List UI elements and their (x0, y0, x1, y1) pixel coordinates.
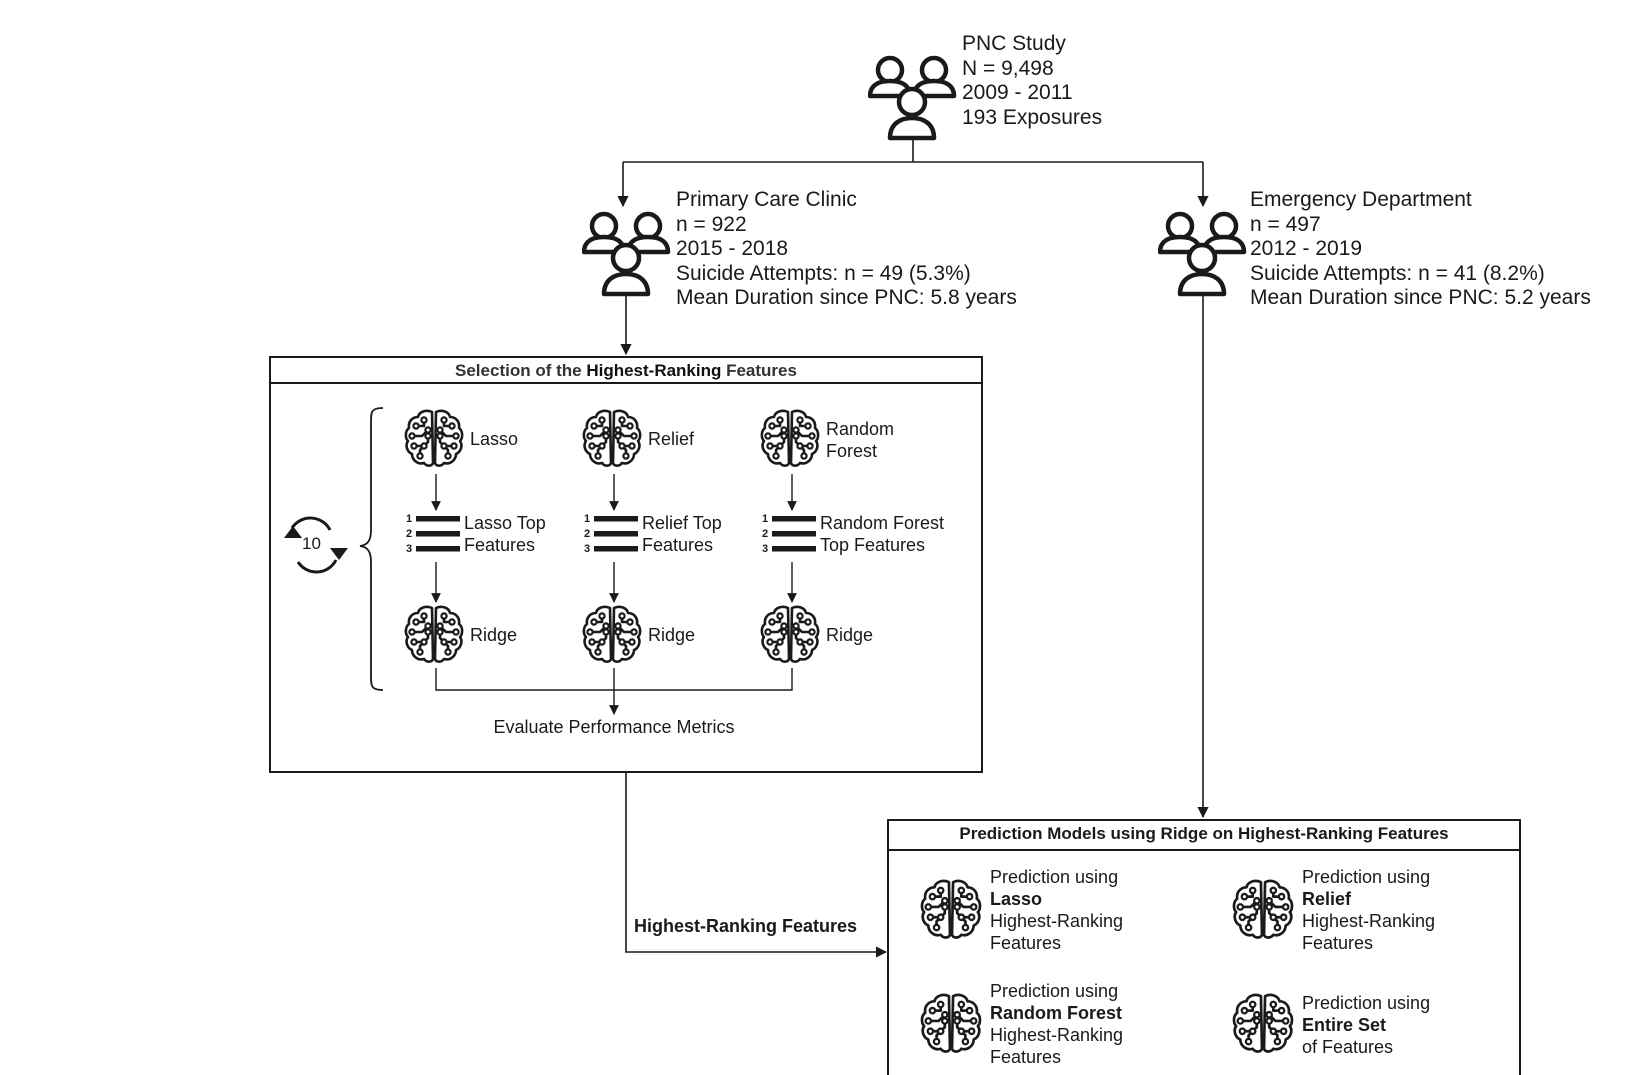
method-label-lasso: Lasso (470, 428, 518, 450)
prediction-line: Features (990, 1047, 1062, 1067)
prediction-line: Highest-Ranking (990, 1025, 1124, 1045)
relief-list-icon (594, 516, 638, 552)
selection-box (269, 356, 983, 773)
emergency-n: n = 497 (1250, 212, 1321, 236)
list-label-line: Features (464, 535, 536, 555)
connectors (617, 138, 1209, 958)
selection-title-post: Features (721, 361, 797, 380)
prediction-line: Highest-Ranking (990, 911, 1124, 931)
list-label-line: Top Features (820, 535, 926, 555)
prediction-line: of Features (1302, 1037, 1394, 1057)
list-number: 3 (584, 543, 591, 555)
prediction-item-random-forest: Prediction using Random Forest Highest-R… (990, 980, 1123, 1068)
emergency-info: Emergency Department n = 497 2012 - 2019… (1250, 188, 1591, 311)
prediction-line: Prediction using (1302, 867, 1431, 887)
highest-ranking-features-label: Highest-Ranking Features (634, 916, 858, 936)
prediction-line: Prediction using (1302, 993, 1431, 1013)
prediction-box-title: Prediction Models using Ridge on Highest… (959, 824, 1449, 843)
list-label-line: Relief Top (642, 513, 722, 533)
random-forest-list-icon (772, 516, 816, 552)
inner-arrows (431, 474, 797, 715)
random-forest-prediction-brain-icon (920, 993, 982, 1053)
pnc-exposures: 193 Exposures (962, 105, 1103, 129)
list-number: 3 (762, 543, 769, 555)
relief-prediction-brain-icon (1232, 879, 1294, 939)
pnc-title: PNC Study (962, 32, 1066, 55)
prediction-line: Features (1302, 933, 1374, 953)
prediction-method: Random Forest (990, 1003, 1123, 1023)
lasso-prediction-brain-icon (920, 879, 982, 939)
method-label-relief: Relief (648, 428, 694, 450)
primary-care-people-icon (584, 214, 668, 294)
pnc-n: N = 9,498 (962, 56, 1054, 80)
emergency-attempts: Suicide Attempts: n = 41 (8.2%) (1250, 261, 1545, 285)
entire-set-prediction-brain-icon (1232, 993, 1294, 1053)
lasso-brain-icon (404, 409, 464, 467)
method-label-line: Relief (648, 429, 695, 449)
random-forest-ridge-brain-icon (760, 605, 820, 663)
relief-ridge-brain-icon (582, 605, 642, 663)
list-label-random-forest: Random Forest Top Features (820, 512, 944, 556)
prediction-item-relief: Prediction using Relief Highest-Ranking … (1302, 866, 1435, 954)
list-label-line: Lasso Top (464, 513, 546, 533)
list-number: 3 (406, 543, 413, 555)
pnc-study-info: PNC Study N = 9,498 2009 - 2011 193 Expo… (962, 32, 1102, 130)
prediction-method: Relief (1302, 889, 1352, 909)
selection-title-pre: Selection of the (455, 361, 587, 380)
primary-care-info: Primary Care Clinic n = 922 2015 - 2018 … (676, 188, 1017, 311)
method-label-line: Lasso (470, 429, 519, 449)
list-number: 2 (584, 528, 591, 540)
method-label-line: Forest (826, 441, 878, 461)
method-label-line: Random (826, 419, 895, 439)
repeat-count: 10 (302, 534, 321, 553)
primary-care-n: n = 922 (676, 212, 747, 236)
primary-care-duration: Mean Duration since PNC: 5.8 years (676, 286, 1017, 309)
relief-list-numbers: 1 2 3 (584, 512, 590, 557)
lasso-list-numbers: 1 2 3 (406, 512, 412, 557)
ridge-label-random-forest: Ridge (826, 625, 874, 645)
emergency-duration: Mean Duration since PNC: 5.2 years (1250, 286, 1591, 309)
prediction-box (887, 819, 1521, 1075)
list-label-line: Features (642, 535, 714, 555)
selection-box-title: Selection of the Highest-Ranking Feature… (270, 361, 982, 381)
ridge-label-lasso: Ridge (470, 625, 518, 645)
list-number: 2 (406, 528, 413, 540)
prediction-line: Highest-Ranking (1302, 911, 1436, 931)
repeat-brace (359, 407, 384, 691)
primary-care-title: Primary Care Clinic (676, 188, 857, 211)
prediction-item-lasso: Prediction using Lasso Highest-Ranking F… (990, 866, 1123, 954)
repeat-cycle-icon (284, 516, 348, 574)
emergency-title: Emergency Department (1250, 188, 1472, 211)
list-label-relief: Relief Top Features (642, 512, 722, 556)
list-number: 1 (406, 513, 413, 525)
relief-brain-icon (582, 409, 642, 467)
lasso-ridge-brain-icon (404, 605, 464, 663)
list-number: 1 (762, 513, 769, 525)
prediction-line: Features (990, 933, 1062, 953)
emergency-years: 2012 - 2019 (1250, 237, 1363, 260)
list-number: 1 (584, 513, 591, 525)
prediction-line: Prediction using (990, 867, 1119, 887)
selection-title-bold: Highest-Ranking (586, 361, 722, 380)
method-label-random-forest: Random Forest (826, 418, 894, 462)
primary-care-attempts: Suicide Attempts: n = 49 (5.3%) (676, 261, 971, 285)
emergency-people-icon (1160, 214, 1244, 294)
lasso-list-icon (416, 516, 460, 552)
list-number: 2 (762, 528, 769, 540)
pnc-people-icon (870, 58, 954, 138)
evaluate-label: Evaluate Performance Metrics (493, 717, 735, 737)
prediction-item-entire-set: Prediction using Entire Set of Features (1302, 992, 1430, 1058)
random-forest-list-numbers: 1 2 3 (762, 512, 768, 557)
prediction-method: Lasso (990, 889, 1043, 909)
list-label-lasso: Lasso Top Features (464, 512, 546, 556)
prediction-method: Entire Set (1302, 1015, 1387, 1035)
prediction-line: Prediction using (990, 981, 1119, 1001)
primary-care-years: 2015 - 2018 (676, 237, 789, 260)
list-label-line: Random Forest (820, 513, 945, 533)
ridge-label-relief: Ridge (648, 625, 696, 645)
random-forest-brain-icon (760, 409, 820, 467)
pnc-years: 2009 - 2011 (962, 81, 1073, 104)
